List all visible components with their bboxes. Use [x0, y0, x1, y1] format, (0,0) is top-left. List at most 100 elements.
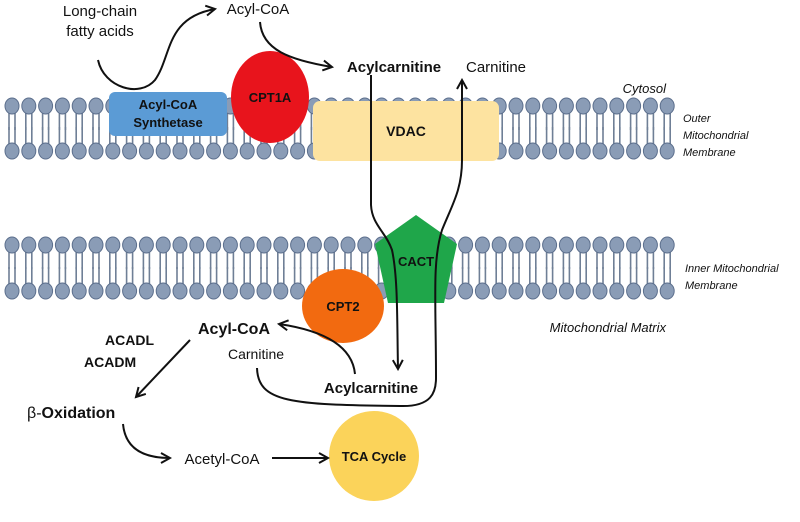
lipid-tail [58, 113, 67, 130]
lipid-head [239, 236, 255, 254]
lipid-head [609, 282, 625, 300]
lipid-head [525, 97, 541, 115]
lipid-tail [512, 113, 520, 130]
lipid-head [256, 142, 272, 160]
lipid-head [239, 282, 255, 300]
lipid-head [206, 282, 222, 300]
lipid-head [558, 236, 574, 254]
lipid-head [273, 236, 289, 254]
lipid-tail [663, 127, 671, 144]
lipid-tail [495, 267, 503, 284]
lipid-tail [92, 127, 100, 144]
lipid-head [189, 236, 205, 254]
lipid-tail [109, 252, 117, 269]
lipid-head [239, 142, 255, 160]
lipid-tail [663, 267, 671, 284]
lipid-tail [8, 267, 16, 284]
lipid-head [206, 142, 222, 160]
tca-cycle-label: TCA Cycle [342, 449, 407, 464]
lipid-head [575, 236, 591, 254]
lipid-head [558, 282, 574, 300]
arrow-acyl-coa-to-acylcarnitine [259, 21, 332, 67]
acyl-coa-matrix-label: Acyl-CoA [198, 321, 270, 338]
cytosol-label: Cytosol [623, 81, 667, 96]
lipid-tail [562, 113, 571, 130]
lipid-tail [529, 252, 537, 269]
lipid-head [525, 236, 541, 254]
lipid-tail [613, 127, 621, 144]
lipid-tail [512, 127, 520, 144]
lipid-head [659, 142, 675, 160]
lipid-head [642, 236, 658, 254]
lipid-tail [646, 267, 655, 284]
lipid-head [458, 236, 474, 254]
cpt1a-protein: CPT1A [231, 51, 309, 143]
lipid-head [4, 142, 20, 160]
oxidation-word: Oxidation [42, 405, 116, 422]
arrow-fatty-acid-to-acyl-coa [97, 9, 215, 90]
lipid-tail [142, 252, 151, 269]
lipid-head [491, 282, 507, 300]
cact-label: CACT [398, 254, 434, 269]
lipid-head [105, 236, 121, 254]
lipid-head [592, 236, 608, 254]
acyl-coa-synthetase-label-line1: Acyl-CoA [139, 97, 198, 112]
lipid-head [71, 282, 87, 300]
lipid-tail [663, 252, 671, 269]
acyl-coa-synthetase-label-line2: Synthetase [133, 115, 202, 130]
lipid-head [592, 142, 608, 160]
cpt1a-label: CPT1A [249, 90, 292, 105]
arrow-acylcarnitine-into-matrix [370, 75, 398, 369]
lipid-tail [545, 267, 554, 284]
vdac-protein: VDAC [313, 101, 499, 161]
lipid-head [21, 97, 37, 115]
lipid-tail [176, 267, 184, 284]
lipid-head [542, 236, 558, 254]
arrow-cpt2-to-acyl-coa [279, 324, 356, 375]
lipid-head [54, 97, 70, 115]
long-chain-fatty-acids-line1: Long-chain [63, 3, 137, 20]
lipid-head [626, 236, 642, 254]
lipid-tail [226, 252, 235, 269]
lipid-head [4, 97, 20, 115]
lipid-tail [646, 127, 655, 144]
lipid-head [105, 282, 121, 300]
lipid-head [558, 97, 574, 115]
lipid-head [54, 236, 70, 254]
lipid-head [340, 236, 356, 254]
lipid-tail [193, 252, 201, 269]
outer-membrane-label-line1: Outer [683, 113, 712, 125]
lipid-tail [159, 252, 167, 269]
lipid-head [138, 236, 154, 254]
lipid-tail [579, 252, 587, 269]
lipid-head [357, 236, 373, 254]
lipid-head [290, 282, 306, 300]
lipid-tail [596, 267, 604, 284]
acylcarnitine-cytosol-label: Acylcarnitine [347, 59, 441, 76]
lipid-tail [613, 267, 621, 284]
lipid-tail [562, 267, 571, 284]
lipid-head [88, 142, 104, 160]
lipid-tail [596, 113, 604, 130]
lipid-tail [226, 127, 235, 144]
lipid-tail [562, 252, 571, 269]
lipid-head [138, 282, 154, 300]
lipid-head [54, 142, 70, 160]
cpt2-label: CPT2 [326, 299, 359, 314]
arrow-acyl-coa-to-beta-oxidation [136, 339, 191, 397]
lipid-head [222, 282, 238, 300]
lipid-tail [495, 252, 503, 269]
lipid-tail [629, 267, 638, 284]
lipid-tail [58, 267, 67, 284]
lipid-tail [512, 252, 520, 269]
lipid-head [508, 97, 524, 115]
outer-membrane-label-line2: Mitochondrial [683, 130, 749, 142]
lipid-tail [293, 267, 302, 284]
lipid-tail [646, 113, 655, 130]
lipid-head [155, 236, 171, 254]
lipid-tail [92, 267, 100, 284]
lipid-tail [8, 252, 16, 269]
lipid-tail [58, 127, 67, 144]
lipid-tail [663, 113, 671, 130]
lipid-tail [579, 127, 587, 144]
